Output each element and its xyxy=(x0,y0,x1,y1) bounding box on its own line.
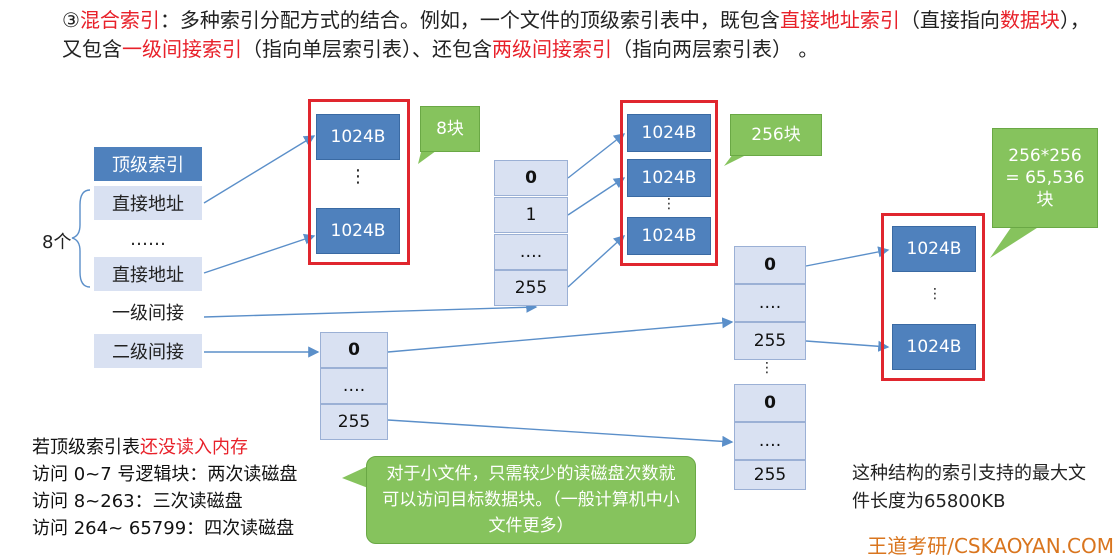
l2-index-cell-0: 0 xyxy=(320,332,388,368)
l1-index-cell-255: 255 xyxy=(494,270,568,306)
note-line-3: 访问 8~263：三次读磁盘 xyxy=(32,491,243,512)
l2a-index-cell-255: 255 xyxy=(734,322,806,360)
intro-direct: 直接地址索引 xyxy=(779,8,900,32)
l2-blocks-frame xyxy=(881,213,985,381)
note-line-2: 访问 0~7 号逻辑块：两次读磁盘 xyxy=(32,464,298,485)
brace xyxy=(71,189,91,288)
l1-block-3: 1024B xyxy=(627,217,711,255)
l2a-index-cell-0: 0 xyxy=(734,246,806,284)
top-index-row-ellipsis: …… xyxy=(94,222,202,256)
l2-blocks-dots: ⋮ xyxy=(928,286,942,302)
intro-level1: 一级间接索引 xyxy=(122,37,242,61)
callout-8-tail xyxy=(418,148,440,164)
top-index-row-level1: 一级间接 xyxy=(94,295,202,329)
l2-block-1: 1024B xyxy=(892,226,976,272)
note-line-1: 若顶级索引表还没读入内存 xyxy=(32,434,297,461)
arrow-direct-1 xyxy=(203,135,316,204)
l2b-index-cell-ellipsis: …. xyxy=(734,422,806,460)
intro-text-4: （指向单层索引表）、还包含 xyxy=(242,37,492,61)
arrow-l1-255 xyxy=(567,235,626,288)
l2a-index-cell-ellipsis: …. xyxy=(734,284,806,322)
top-index-row-level2: 二级间接 xyxy=(94,334,202,368)
callout-256-blocks: 256块 xyxy=(730,114,822,156)
direct-blocks-frame xyxy=(308,99,410,265)
l2-index-cell-255: 255 xyxy=(320,404,388,440)
callout-65536-blocks: 256*256 = 65,536 块 xyxy=(992,128,1098,228)
brace-label: 8个 xyxy=(42,232,72,253)
l1-index-cell-0: 0 xyxy=(494,160,568,196)
l2-block-2: 1024B xyxy=(892,324,976,370)
intro-prefix: ③ xyxy=(62,8,80,32)
l2b-index-cell-255: 255 xyxy=(734,460,806,490)
l2b-index-cell-0: 0 xyxy=(734,384,806,422)
bottom-left-notes: 若顶级索引表还没读入内存 访问 0~7 号逻辑块：两次读磁盘 访问 8~263：… xyxy=(32,434,297,542)
arrow-l2a-255 xyxy=(805,340,890,352)
top-index-row-direct-1: 直接地址 xyxy=(94,186,202,220)
l2-tables-dots: ⋮ xyxy=(760,360,774,376)
intro-paragraph: ③混合索引：多种索引分配方式的结合。例如，一个文件的顶级索引表中，既包含直接地址… xyxy=(62,6,1092,64)
callout-small-files: 对于小文件，只需较少的读磁盘次数就可以访问目标数据块。（一般计算机中小文件更多） xyxy=(366,456,696,544)
arrow-l1-1 xyxy=(567,177,626,216)
top-index-row-direct-2: 直接地址 xyxy=(94,257,202,291)
direct-block-2: 1024B xyxy=(316,208,400,254)
l1-blocks-dots: ⋮ xyxy=(662,196,676,212)
l1-block-2: 1024B xyxy=(627,159,711,197)
arrow-l2-255 xyxy=(387,419,734,447)
direct-block-1: 1024B xyxy=(316,114,400,160)
l1-index-cell-1: 1 xyxy=(494,197,568,233)
direct-blocks-dots: ⋮ xyxy=(349,166,367,187)
arrow-l2a-0 xyxy=(805,246,890,267)
arrow-direct-2 xyxy=(203,233,316,274)
intro-text-2: （直接指向 xyxy=(899,8,1000,32)
l1-blocks-frame xyxy=(620,100,718,266)
note-line-1b: 还没读入内存 xyxy=(140,437,248,458)
arrow-l2-0 xyxy=(387,317,734,353)
note-line-1a: 若顶级索引表 xyxy=(32,437,140,458)
intro-text-1: ：多种索引分配方式的结合。例如，一个文件的顶级索引表中，既包含 xyxy=(159,8,780,32)
note-line-4: 访问 264~ 65799：四次读磁盘 xyxy=(32,518,295,539)
max-file-size-note: 这种结构的索引支持的最大文件长度为65800KB xyxy=(852,463,1086,512)
top-index-header: 顶级索引 xyxy=(94,147,202,181)
callout-8-blocks: 8块 xyxy=(420,106,480,152)
intro-level2: 两级间接索引 xyxy=(492,37,612,61)
l1-index-cell-ellipsis: …. xyxy=(494,234,568,270)
intro-datablock: 数据块 xyxy=(999,8,1060,32)
arrow-l1-0 xyxy=(567,133,626,179)
callout-65536-tail xyxy=(990,226,1040,258)
callout-small-tail xyxy=(342,466,368,488)
intro-term: 混合索引 xyxy=(79,8,160,32)
intro-text-3: ），又包含 xyxy=(62,8,1090,61)
l1-block-1: 1024B xyxy=(627,114,711,152)
intro-text-5: （指向两层索引表） 。 xyxy=(612,37,819,61)
l2-index-cell-ellipsis: …. xyxy=(320,368,388,404)
watermark: 王道考研/CSKAOYAN.COM xyxy=(867,534,1114,558)
arrow-level1 xyxy=(203,301,538,318)
